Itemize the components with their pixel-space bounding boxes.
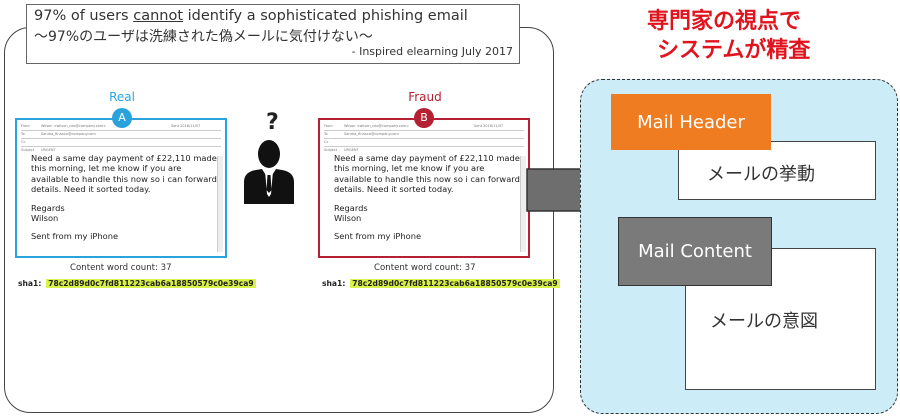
email-scrollbar[interactable] (217, 156, 223, 252)
mail-header-label: Mail Header (611, 94, 771, 150)
right-title-line1: 専門家の視点で (647, 9, 802, 34)
email-fraud-body: Need a same day payment of £22,110 made … (334, 153, 520, 242)
mail-header-subbox: メールの挙動 (678, 141, 876, 200)
quote-box: 97% of users cannot identify a sophistic… (26, 4, 520, 64)
email-real-sha: sha1: 78c2d89d0c7fd811223cab6a18850579c0… (18, 279, 256, 288)
badge-b: B (414, 108, 434, 128)
email-real-body: Need a same day payment of £22,110 made … (31, 153, 217, 242)
right-title-line2: システムが精査 (657, 38, 811, 63)
email-fraud-title: Fraud (408, 90, 442, 104)
mail-content-sub: メールの意図 (710, 311, 818, 332)
email-header-mock: From Wilson <wilson_ceo@company.com> To … (324, 123, 524, 157)
email-fraud-wordcount: Content word count: 37 (374, 263, 476, 273)
email-scrollbar[interactable] (520, 156, 526, 252)
quote-line2: ～97%のユーザは洗練された偽メールに気付けない～ (34, 29, 373, 45)
quote-source: - Inspired elearning July 2017 (351, 45, 513, 58)
mail-content-label: Mail Content (618, 217, 772, 286)
quote-line1: 97% of users cannot identify a sophistic… (34, 8, 468, 24)
email-fraud-card: From Wilson <wilson_ceo@company.com> To … (318, 118, 530, 258)
question-mark: ? (266, 110, 279, 135)
email-real-wordcount: Content word count: 37 (70, 263, 172, 273)
emphasis-cannot: cannot (133, 8, 184, 24)
mail-header-sub: メールの挙動 (707, 164, 815, 185)
email-header-mock: From Wilson <wilson_ceo@company.com> To … (21, 123, 221, 157)
email-real-card: From Wilson <wilson_ceo@company.com> To … (15, 118, 227, 258)
email-fraud-sha: sha1: 78c2d89d0c7fd811223cab6a18850579c0… (322, 279, 560, 288)
badge-a: A (112, 108, 132, 128)
email-real-title: Real (109, 90, 135, 104)
person-icon (244, 140, 294, 204)
